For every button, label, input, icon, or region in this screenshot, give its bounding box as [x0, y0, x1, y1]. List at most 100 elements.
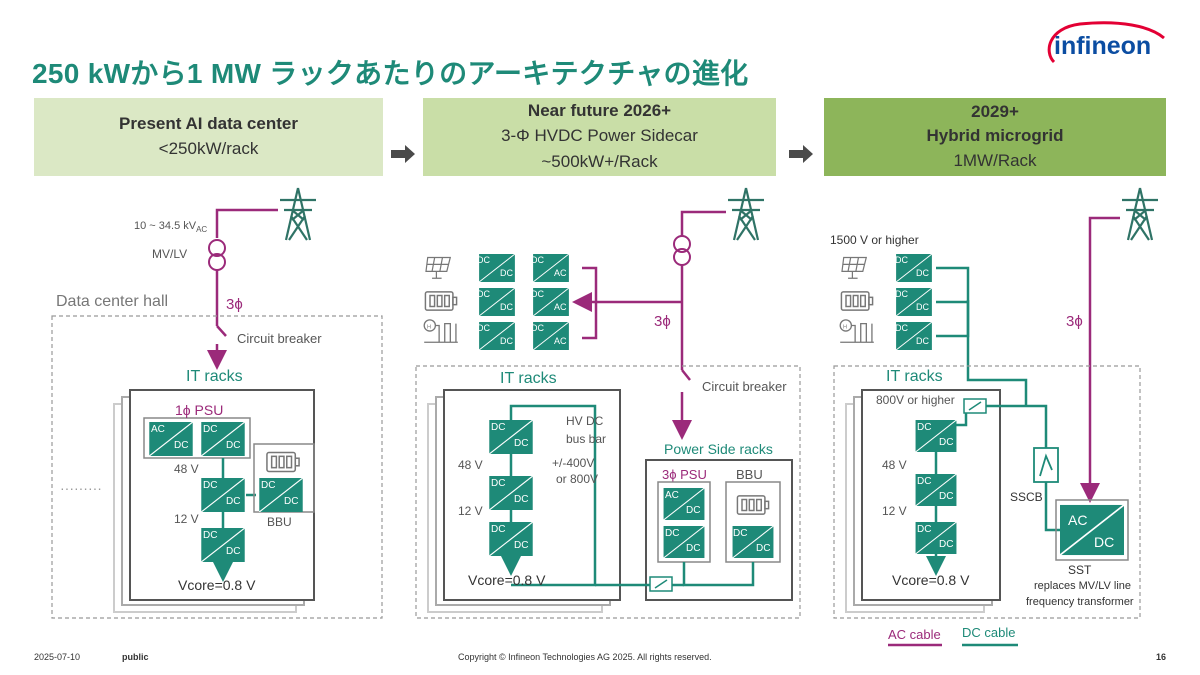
- block-label: AC: [151, 424, 165, 435]
- block-label: AC: [554, 336, 567, 346]
- vcore-label: Vcore=0.8 V: [468, 572, 546, 588]
- header-near-future-sub2: ~500kW+/Rack: [541, 152, 658, 171]
- block-label: DC: [226, 440, 241, 451]
- block-label: DC: [203, 480, 218, 491]
- slide-title: 250 kWから1 MW ラックあたりのアーキテクチャの進化: [32, 58, 749, 89]
- it-racks-label: IT racks: [500, 370, 557, 387]
- circuit-breaker-label: Circuit breaker: [702, 379, 787, 394]
- block-label: DC: [477, 289, 490, 299]
- header-present-sub: <250kW/rack: [158, 139, 259, 158]
- block-label: DC: [916, 268, 929, 278]
- header-2029: 2029+ Hybrid microgrid 1MW/Rack: [824, 98, 1166, 176]
- page-number: 16: [1156, 652, 1167, 662]
- block-label: DC: [261, 480, 276, 491]
- v12-label: 12 V: [174, 512, 199, 526]
- block-label: DC: [531, 323, 544, 333]
- v800-label: 800V or higher: [876, 393, 955, 407]
- block-label: DC: [491, 524, 506, 535]
- block-label: DC: [895, 289, 908, 299]
- legend-dc-cable: DC cable: [962, 625, 1016, 640]
- psu-label: 3ϕ PSU: [662, 467, 707, 482]
- block-label: DC: [500, 268, 513, 278]
- block-label: DC: [514, 438, 529, 449]
- hvdc-bus-label: HV DC: [566, 414, 604, 428]
- voltage-label: 1500 V or higher: [830, 233, 919, 247]
- block-label: DC: [895, 323, 908, 333]
- block-label: DC: [531, 255, 544, 265]
- footer-classification: public: [122, 652, 149, 662]
- v48-label: 48 V: [174, 462, 199, 476]
- block-label: DC: [686, 543, 701, 554]
- phase-label: 3ϕ: [654, 313, 671, 330]
- sst-label: SST: [1068, 563, 1092, 577]
- header-2029-sub: Hybrid microgrid: [926, 126, 1064, 145]
- block-label: DC: [939, 539, 954, 550]
- header-present: Present AI data center <250kW/rack: [34, 98, 383, 176]
- header-near-future: Near future 2026+ 3-Φ HVDC Power Sidecar…: [423, 98, 776, 176]
- block-label: DC: [733, 528, 748, 539]
- block-label: DC: [500, 302, 513, 312]
- block-label: AC: [665, 490, 679, 501]
- bbu-label: BBU: [267, 515, 292, 529]
- sst-desc: frequency transformer: [1026, 596, 1134, 608]
- data-center-hall-label: Data center hall: [56, 293, 169, 310]
- hvdc-bus-voltage: +/-400V: [552, 456, 595, 470]
- block-label: DC: [226, 496, 241, 507]
- header-2029-sub2: 1MW/Rack: [953, 151, 1037, 170]
- block-label: DC: [939, 491, 954, 502]
- block-label: DC: [491, 422, 506, 433]
- bbu-label: BBU: [736, 467, 763, 482]
- sst-desc: replaces MV/LV line: [1034, 580, 1132, 592]
- voltage-label: 10 ~ 34.5 kVAC: [134, 220, 208, 235]
- block-label: DC: [226, 546, 241, 557]
- it-racks-label: IT racks: [886, 368, 943, 385]
- sscb-label: SSCB: [1010, 490, 1043, 504]
- block-label: DC: [203, 530, 218, 541]
- footer-date: 2025-07-10: [34, 652, 81, 662]
- block-label: DC: [514, 494, 529, 505]
- block-label: DC: [491, 478, 506, 489]
- block-label: DC: [203, 424, 218, 435]
- block-label: DC: [665, 528, 680, 539]
- hvdc-bus-label: bus bar: [566, 432, 607, 446]
- phase-label: 3ϕ: [1066, 313, 1083, 330]
- power-side-racks-label: Power Side racks: [664, 441, 773, 457]
- ellipsis-dots: ·········: [60, 480, 102, 496]
- block-label: DC: [174, 440, 189, 451]
- svg-text:infineon: infineon: [1054, 32, 1151, 60]
- block-label: DC: [686, 505, 701, 516]
- block-label: DC: [477, 255, 490, 265]
- circuit-breaker-label: Circuit breaker: [237, 331, 322, 346]
- infineon-logo: infineon: [1047, 21, 1165, 64]
- arrow-right-icon: [789, 145, 813, 163]
- mvlv-label: MV/LV: [152, 247, 188, 261]
- it-racks-label: IT racks: [186, 368, 243, 385]
- legend-ac-cable: AC cable: [888, 627, 941, 642]
- block-label: DC: [939, 437, 954, 448]
- block-label: DC: [917, 524, 932, 535]
- v48-label: 48 V: [882, 458, 907, 472]
- v12-label: 12 V: [882, 504, 907, 518]
- block-label: AC: [554, 268, 567, 278]
- block-label: DC: [756, 543, 771, 554]
- vcore-label: Vcore=0.8 V: [892, 572, 970, 588]
- header-near-future-title: Near future 2026+: [527, 101, 672, 120]
- v12-label: 12 V: [458, 504, 483, 518]
- block-label: DC: [284, 496, 299, 507]
- block-label: DC: [917, 422, 932, 433]
- arrow-right-icon: [391, 145, 415, 163]
- block-label: DC: [916, 302, 929, 312]
- header-present-title: Present AI data center: [119, 114, 298, 133]
- header-2029-title: 2029+: [971, 102, 1019, 121]
- psu-label: 1ϕ PSU: [175, 402, 224, 418]
- v48-label: 48 V: [458, 458, 483, 472]
- block-label: DC: [917, 476, 932, 487]
- vcore-label: Vcore=0.8 V: [178, 577, 256, 593]
- block-label: DC: [1094, 534, 1115, 550]
- block-label: DC: [895, 255, 908, 265]
- block-label: DC: [531, 289, 544, 299]
- block-label: DC: [500, 336, 513, 346]
- footer-copyright: Copyright © Infineon Technologies AG 202…: [458, 652, 712, 662]
- block-label: DC: [477, 323, 490, 333]
